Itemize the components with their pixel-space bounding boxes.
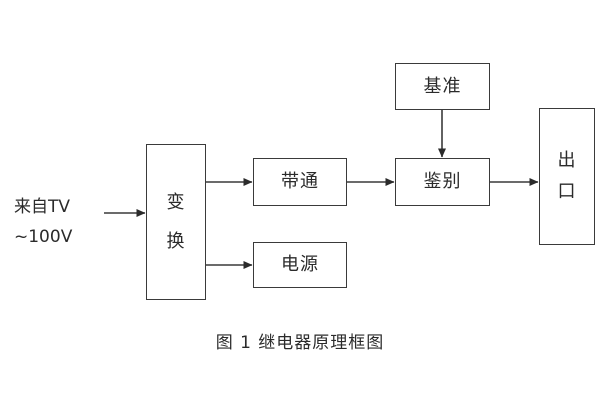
block-jizhun[interactable]: 基准 — [395, 63, 490, 110]
block-bianhuan-char-2: 换 — [166, 230, 186, 252]
block-bianhuan[interactable]: 变 换 — [146, 144, 206, 300]
block-daitong[interactable]: 带通 — [253, 158, 347, 206]
input-source-label: 来自TV ~100V — [14, 192, 106, 252]
block-dianyuan-label: 电源 — [281, 254, 319, 275]
block-chukou[interactable]: 出 口 — [539, 108, 595, 245]
block-chukou-char-1: 出 — [557, 149, 577, 171]
input-source-line-1: 来自TV — [14, 197, 71, 217]
block-bianhuan-char-1: 变 — [166, 191, 186, 213]
input-source-line-2: ~100V — [14, 227, 73, 247]
block-jizhun-label: 基准 — [423, 75, 462, 97]
block-jianbie-label: 鉴别 — [423, 171, 462, 192]
block-chukou-char-2: 口 — [557, 181, 577, 203]
block-dianyuan[interactable]: 电源 — [253, 242, 347, 288]
block-daitong-label: 带通 — [281, 171, 319, 192]
figure-caption: 图 1 继电器原理框图 — [215, 333, 385, 353]
block-jianbie[interactable]: 鉴别 — [395, 158, 490, 206]
